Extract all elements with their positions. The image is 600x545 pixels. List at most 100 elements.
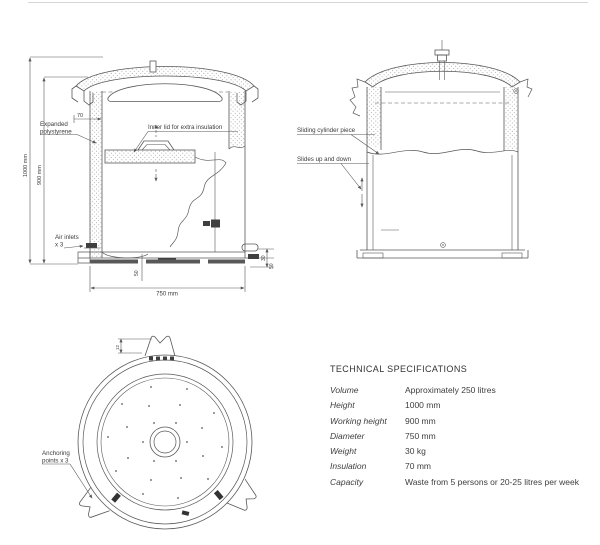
air-inlet-detail	[86, 243, 97, 248]
outer-rim	[77, 354, 253, 530]
container-cross-section	[28, 56, 274, 292]
spec-row-weight: Weight 30 kg	[330, 446, 594, 461]
spec-value: 1000 mm	[405, 400, 441, 411]
technical-specifications: TECHNICAL SPECIFICATIONS Volume Approxim…	[330, 364, 594, 492]
anchor-tab-lower-left	[78, 486, 110, 518]
spec-label: Working height	[330, 415, 387, 426]
top-view: Anchoring points x 3 12	[42, 335, 257, 530]
right-collar-insulation	[504, 87, 518, 151]
dim-tab-12: 12	[115, 344, 120, 350]
right-latch	[519, 78, 533, 98]
spec-row-working-height: Working height 900 mm	[330, 416, 594, 431]
anchor-tab-top-band	[149, 356, 174, 361]
clip-lower-left	[111, 492, 121, 503]
vent-knob-top	[434, 49, 450, 56]
spec-label: Weight	[330, 446, 357, 457]
label-air-inlets-2: x 3	[55, 242, 64, 249]
vent-knob-base	[437, 54, 447, 62]
dim-step-30: 30	[261, 255, 267, 261]
top-view-drawing	[42, 335, 257, 530]
outer-rim-inner	[82, 359, 248, 525]
base-right-foot	[501, 252, 523, 259]
dim-total-height: 1000 mm	[23, 154, 29, 177]
center-hole-inner	[153, 430, 177, 454]
base-right-block	[248, 254, 259, 259]
label-slides-up-down: Slides up and down	[297, 156, 352, 163]
dim-foot-50: 50	[134, 270, 140, 276]
base-ends	[356, 250, 529, 258]
dim-wall-70: 70	[77, 113, 83, 119]
spec-label: Diameter	[330, 430, 365, 441]
spec-value: 750 mm	[405, 430, 436, 441]
bottom-bolt	[440, 242, 446, 248]
label-air-inlets: Air inlets	[55, 234, 79, 241]
inner-lid-handle-inner	[141, 144, 171, 151]
spec-label: Height	[330, 400, 355, 411]
clip-lower-right	[213, 490, 224, 501]
label-sliding-cylinder: Sliding cylinder piece	[297, 127, 356, 134]
base-foot-curve	[101, 251, 149, 259]
spec-row-capacity: Capacity Waste from 5 persons or 20-25 l…	[330, 477, 594, 492]
lid-rim-left	[71, 85, 79, 103]
spec-row-insulation: Insulation 70 mm	[330, 461, 594, 476]
label-anchoring-2: points x 3	[42, 458, 69, 465]
anchor-tab-lower-right	[226, 478, 257, 511]
dimension-lines	[28, 56, 274, 292]
label-pointers	[40, 131, 238, 249]
inner-dome	[107, 83, 223, 102]
bottom-bolt-center	[442, 244, 444, 246]
label-anchoring: Anchoring	[42, 450, 70, 457]
spec-value: Approximately 250 litres	[405, 385, 496, 395]
lid-edge-inner	[100, 377, 230, 507]
spec-row-volume: Volume Approximately 250 litres	[330, 385, 594, 400]
insulation-break	[228, 145, 246, 150]
body-outlines	[366, 87, 519, 250]
elevation-view: Sliding cylinder piece Slides up and dow…	[297, 40, 533, 259]
label-pointers	[297, 134, 380, 208]
spec-value: 30 kg	[405, 446, 426, 457]
spec-value: 900 mm	[405, 415, 436, 426]
elevation-texts: Sliding cylinder piece Slides up and dow…	[297, 127, 356, 163]
wall-outlines	[89, 91, 246, 258]
contents-break-line	[169, 156, 227, 248]
cross-section-texts: Expanded polystyrene Inner lid for extra…	[23, 113, 275, 298]
base-left-foot	[362, 252, 384, 259]
spec-label: Volume	[330, 385, 359, 395]
page-edge-line	[28, 2, 588, 3]
dim-working-height: 900 mm	[37, 165, 43, 185]
lid-section	[75, 66, 255, 92]
inner-lid-slab	[104, 149, 196, 164]
spec-value: 70 mm	[405, 461, 431, 472]
spec-row-diameter: Diameter 750 mm	[330, 431, 594, 446]
latch-fitting-2	[211, 219, 220, 228]
vent-holes	[107, 386, 223, 499]
spec-label: Insulation	[330, 461, 367, 472]
label-expanded-polystyrene: Expanded	[40, 121, 68, 128]
top-view-texts: Anchoring points x 3 12	[42, 344, 120, 464]
center-hole	[149, 426, 181, 458]
lid-split	[149, 60, 157, 73]
clip-bottom	[181, 510, 190, 516]
cross-section-view: Expanded polystyrene Inner lid for extra…	[23, 56, 275, 298]
spec-value: Waste from 5 persons or 20-25 litres per…	[405, 476, 580, 487]
right-wall-insulation	[229, 91, 245, 149]
specs-title: TECHNICAL SPECIFICATIONS	[330, 364, 468, 374]
inner-lid-handle	[137, 140, 175, 151]
left-wall-insulation	[90, 91, 102, 258]
container-elevation	[297, 40, 533, 259]
anchor-tab-top	[144, 335, 176, 357]
label-expanded-polystyrene-2: polystyrene	[40, 129, 72, 136]
lid-edge	[96, 373, 234, 511]
spec-row-height: Height 1000 mm	[330, 400, 594, 415]
dim-width-750: 750 mm	[156, 292, 178, 298]
body-break-line	[366, 149, 519, 155]
top-view-dim-lines	[42, 338, 152, 499]
lid-rim-right	[251, 85, 259, 103]
base-left-foot	[77, 251, 91, 264]
left-latch	[349, 78, 366, 117]
label-inner-lid: Inner lid for extra insulation	[148, 124, 223, 131]
left-collar-insulation	[367, 87, 381, 148]
dim-step-50: 50	[269, 263, 275, 269]
lid-dome-section	[364, 62, 521, 88]
